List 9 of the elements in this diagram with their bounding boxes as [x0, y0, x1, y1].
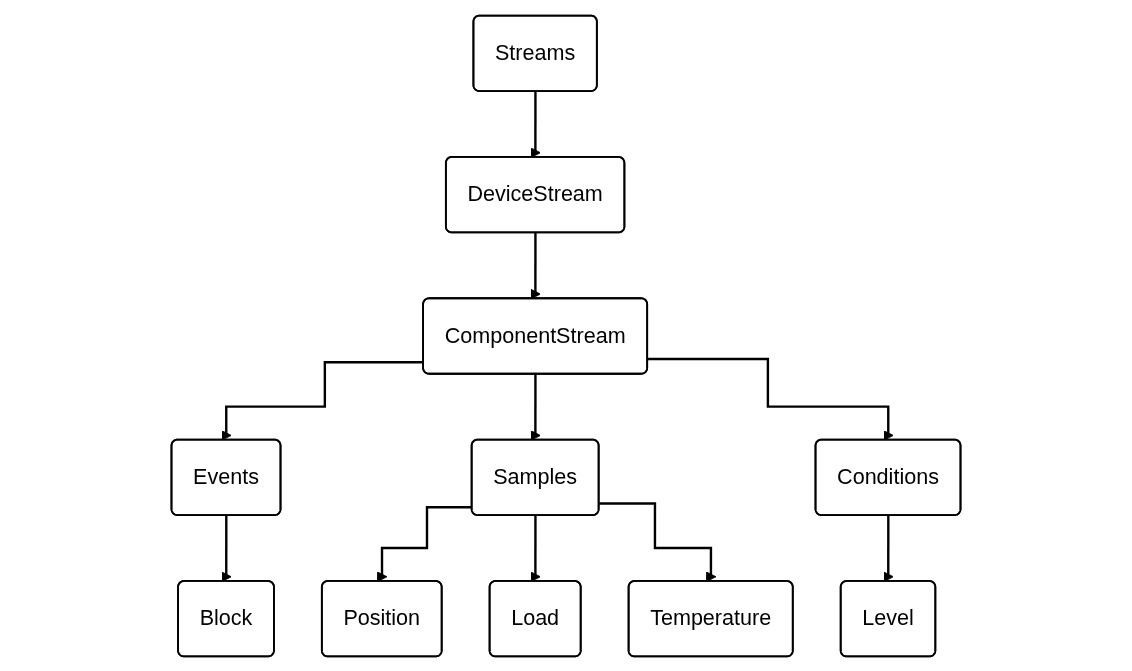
arrow	[599, 501, 717, 582]
arrow	[530, 513, 541, 582]
arrow	[530, 89, 541, 158]
arrow	[221, 513, 232, 582]
arrow	[530, 231, 541, 299]
arrow	[530, 372, 541, 441]
arrow	[221, 360, 424, 441]
arrow	[647, 357, 894, 441]
arrow	[883, 513, 894, 582]
